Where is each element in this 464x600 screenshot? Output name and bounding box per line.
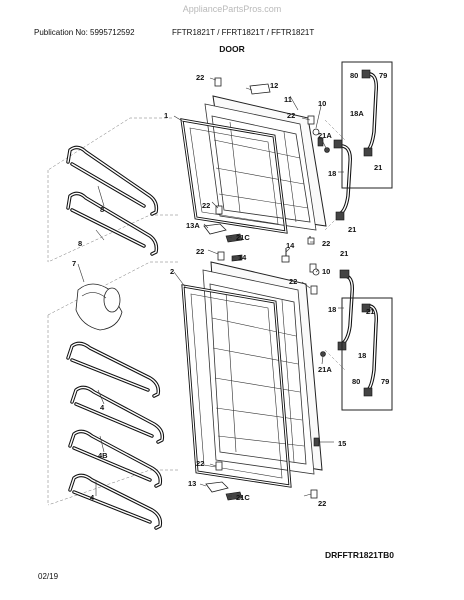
callout-22: 22 [196,459,204,468]
freezer-door-shelf-lower [66,191,159,256]
callout-8: 8 [100,205,104,214]
callout-22: 22 [318,499,326,508]
fresh-food-handle [337,269,355,351]
callout-22: 22 [196,73,204,82]
page-date: 02/19 [38,572,59,581]
door-shelf-middle [70,385,165,444]
callout-18a: 18A [350,109,364,118]
callout-13: 13 [188,479,196,488]
freezer-door-shelf-upper [66,145,159,216]
callout-22: 22 [289,277,297,286]
drawing-code: DRFFTR1821TB0 [325,550,394,560]
callout-79: 79 [379,71,387,80]
callout-22: 22 [322,239,330,248]
door-shelf-upper [66,341,161,398]
callout-7: 7 [72,259,76,268]
door-shelf-lower [68,473,163,530]
callout-21a: 21A [318,365,332,374]
projection-lines [47,117,346,506]
callout-12: 12 [270,81,278,90]
callout-4b: 4B [98,451,108,460]
freezer-door-assembly [204,95,327,231]
callout-2: 2 [170,267,174,276]
callout-1: 1 [164,111,168,120]
callout-80: 80 [352,377,360,386]
callout-14: 14 [286,241,295,250]
callout-21a: 21A [318,131,332,140]
freezer-door-gasket [180,118,288,234]
handle-inset-top [341,61,393,189]
fresh-food-door-gasket [181,284,292,488]
callout-18: 18 [328,169,336,178]
model-numbers: FFTR1821T / FFRT1821T / FFTR1821T [172,28,315,37]
callout-11: 11 [284,95,292,104]
callout-18: 18 [358,351,366,360]
callout-21c: 21C [236,493,250,502]
callout-80: 80 [350,71,358,80]
callout-8: 8 [78,239,82,248]
handle-inset-bottom [341,297,393,411]
callout-21c: 21C [236,233,250,242]
callout-21: 21 [348,225,356,234]
dairy-bin [75,283,123,331]
leader-lines [77,77,344,497]
watermark: AppliancePartsPros.com [182,4,282,14]
callout-22: 22 [202,201,210,210]
hardware-screws [214,77,320,499]
door-shelf-4b [68,429,163,488]
callout-labels: 1 2 22 12 11 10 22 21A 18 21 80 79 18A 2… [72,71,389,508]
callout-22: 22 [196,247,204,256]
callout-21: 21 [366,307,374,316]
callout-21: 21 [340,249,348,258]
callout-79: 79 [381,377,389,386]
callout-10: 10 [322,267,330,276]
publication-number: Publication No: 5995712592 [34,28,135,37]
callout-15: 15 [338,439,346,448]
callout-21: 21 [374,163,382,172]
section-title: DOOR [219,44,245,54]
callout-18: 18 [328,305,336,314]
callout-10: 10 [318,99,326,108]
callout-13a: 13A [186,221,200,230]
callout-22: 22 [287,111,295,120]
hinge-cover-12 [249,83,271,95]
callout-4: 4 [90,493,95,502]
hinge-pins [281,147,330,357]
callout-4: 4 [100,403,105,412]
callout-14: 14 [238,253,247,262]
